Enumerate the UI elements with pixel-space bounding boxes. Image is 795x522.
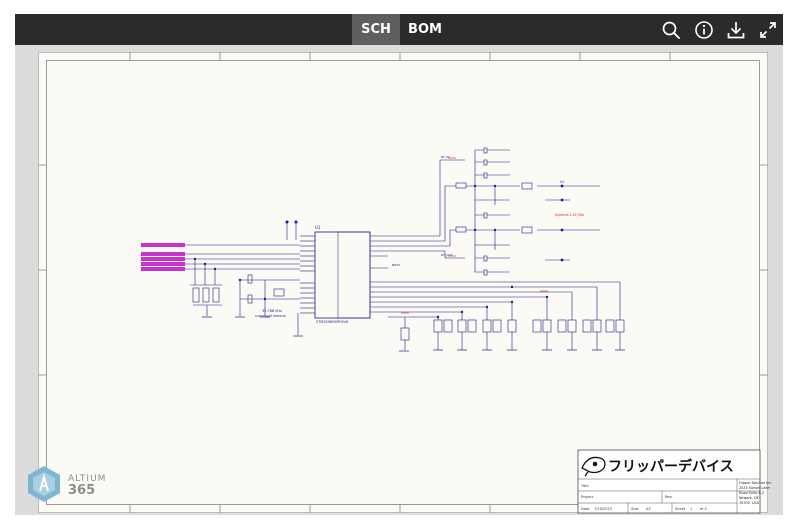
rf-red-label: Antenna 2.45 GHz (555, 213, 584, 217)
download-icon[interactable] (725, 19, 747, 41)
tab-sch[interactable]: SCH (352, 14, 400, 45)
company-address-line: Flipper Devices Inc. (739, 481, 772, 485)
junctions-left (193, 257, 267, 301)
left-nets (185, 222, 300, 335)
decoupling-bus (388, 281, 621, 350)
search-icon[interactable] (660, 19, 682, 41)
ground-symbols (202, 316, 409, 352)
altium-brand-line2: 365 (68, 483, 96, 498)
company-address: Flipper Devices Inc. 2035 Sunset Lake Ro… (739, 481, 772, 505)
net-label-rf-out: RF_OUT (441, 253, 453, 257)
ic-u1 (314, 231, 371, 319)
schematic-sheet[interactable] (38, 52, 768, 513)
crystal-label: 32.768 kHz (262, 309, 282, 313)
project-label: Project (581, 495, 594, 499)
sheet-ruler-ticks (38, 52, 768, 513)
info-icon[interactable] (693, 19, 715, 41)
altium-logo-icon (28, 466, 60, 502)
left-capacitors (192, 274, 285, 304)
tab-bom[interactable]: BOM (408, 22, 442, 37)
rf-red-markers (401, 157, 548, 314)
net-label-rf-in: RF_IN (441, 155, 449, 159)
company-jp-name: フリッパーデバイス (608, 458, 734, 475)
rf-components (455, 147, 533, 276)
date-value: 7/19/2023 (594, 507, 612, 511)
rf-junctions (473, 184, 564, 262)
company-address-line: 2035 Sunset Lake (739, 486, 769, 490)
size-value: A3 (646, 507, 651, 511)
sheet-value: 1 (690, 507, 692, 511)
ic-u1-part: STM32WB55RGV6 (316, 320, 348, 324)
u1-left-pins (300, 235, 315, 314)
company-address-line: Road Suite B-2 (739, 491, 764, 495)
crystal-sub-label: SUBSTRATE SENSOR (255, 314, 286, 318)
title-label: Title (580, 484, 589, 488)
rf-section (388, 149, 600, 273)
power-pins (285, 220, 298, 224)
altium-brand-line1: ALTIUM (68, 474, 107, 484)
flipper-logo (581, 456, 606, 477)
sheet-label: Sheet (675, 507, 686, 511)
company-address-line: 19702, USA (739, 501, 760, 505)
net-label-nrst: NRST (392, 263, 400, 267)
title-block-grid (578, 478, 760, 513)
size-label: Size: (631, 507, 639, 511)
ic-u2-ref: U2 (560, 180, 564, 184)
rev-label: Rev: (665, 495, 673, 499)
highlighted-net-labels (141, 243, 185, 271)
date-label: Date (581, 507, 589, 511)
top-toolbar: SCH BOM (15, 14, 783, 45)
company-address-line: Newark, DE (739, 496, 760, 500)
u1-right-pins (370, 235, 388, 313)
sheet-of: of 4 (700, 507, 707, 511)
decoupling-capacitors (400, 319, 625, 341)
decoupling-junctions (436, 285, 549, 319)
fullscreen-icon[interactable] (757, 19, 779, 41)
title-block (577, 449, 761, 514)
ic-u1-ref: U1 (315, 225, 321, 230)
